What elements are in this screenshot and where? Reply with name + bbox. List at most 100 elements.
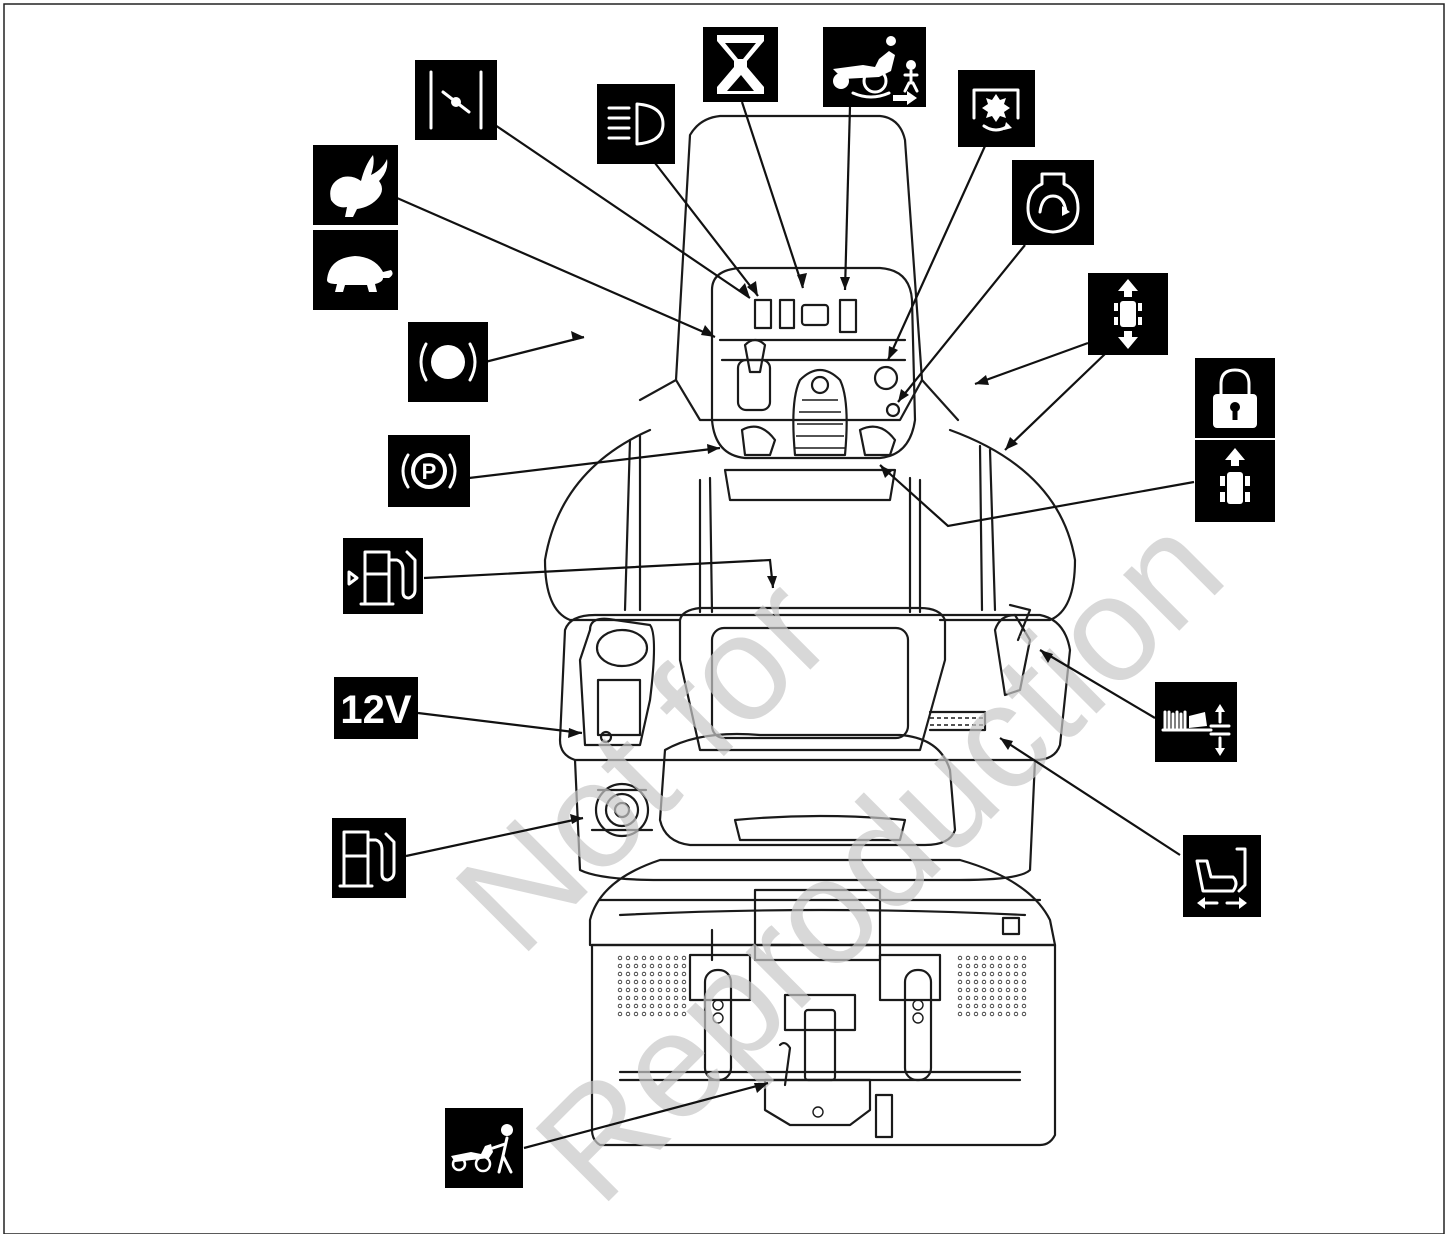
grille-hole	[1006, 980, 1010, 984]
grille-hole	[966, 972, 970, 976]
grille-hole	[982, 980, 986, 984]
grille-hole	[990, 1012, 994, 1016]
grille-hole	[1014, 1004, 1018, 1008]
grille-hole	[990, 996, 994, 1000]
grille-hole	[982, 964, 986, 968]
grille-hole	[982, 1004, 986, 1008]
watermark: Not for Reproduction	[424, 483, 1254, 1233]
grille-hole	[634, 964, 638, 968]
grille-hole	[998, 1012, 1002, 1016]
cutting-height-icon	[1155, 682, 1237, 762]
grille-hole	[1006, 1012, 1010, 1016]
grille-hole	[990, 972, 994, 976]
grille-hole	[974, 988, 978, 992]
switch-shape	[755, 300, 771, 328]
grille-hole	[958, 1012, 962, 1016]
grille-hole	[618, 964, 622, 968]
lock-icon	[1195, 358, 1275, 438]
grille-hole	[634, 972, 638, 976]
grille-hole	[998, 996, 1002, 1000]
grille-hole	[974, 1012, 978, 1016]
parking-brake-icon: P	[388, 435, 470, 507]
headlight-icon	[597, 84, 675, 164]
grille-hole	[998, 956, 1002, 960]
grille-hole	[974, 956, 978, 960]
grille-hole	[966, 964, 970, 968]
grille-hole	[650, 956, 654, 960]
grille-hole	[1006, 956, 1010, 960]
pto-engage-icon	[958, 70, 1035, 147]
grille-hole	[1014, 972, 1018, 976]
grille-hole	[990, 980, 994, 984]
grille-hole	[958, 988, 962, 992]
grille-hole	[982, 972, 986, 976]
grille-hole	[642, 964, 646, 968]
grille-hole	[966, 1004, 970, 1008]
grille-hole	[990, 964, 994, 968]
grille-hole	[618, 980, 622, 984]
grille-hole	[1014, 964, 1018, 968]
grille-hole	[1022, 980, 1026, 984]
grille-hole	[998, 1004, 1002, 1008]
grille-hole	[990, 956, 994, 960]
throttle-fast-icon	[313, 145, 398, 225]
hour-meter-icon	[703, 27, 778, 102]
grille-hole	[966, 980, 970, 984]
grille-hole	[618, 988, 622, 992]
fuel-cap-icon	[332, 818, 406, 898]
grille-hole	[958, 956, 962, 960]
grille-hole	[982, 1012, 986, 1016]
grille-hole	[982, 996, 986, 1000]
grille-hole	[966, 1012, 970, 1016]
grille-hole	[974, 996, 978, 1000]
power-outlet-12v-icon: 12V	[334, 677, 418, 739]
grille-hole	[618, 972, 622, 976]
grille-hole	[626, 980, 630, 984]
grille-hole	[1006, 988, 1010, 992]
seat-adjust-icon	[1183, 835, 1261, 917]
grille-hole	[974, 964, 978, 968]
reverse-mow-operator-icon	[823, 27, 926, 107]
grille-hole	[1014, 980, 1018, 984]
grille-hole	[1014, 956, 1018, 960]
grille-hole	[974, 1004, 978, 1008]
grille-hole	[626, 956, 630, 960]
grille-hole	[1006, 996, 1010, 1000]
push-mower-icon	[445, 1108, 523, 1188]
drive-direction-icon	[1088, 273, 1168, 355]
grille-hole	[966, 988, 970, 992]
grille-hole	[1022, 996, 1026, 1000]
grille-hole	[1014, 988, 1018, 992]
grille-hole	[1014, 1012, 1018, 1016]
grille-hole	[998, 972, 1002, 976]
grille-hole	[1006, 1004, 1010, 1008]
grille-hole	[618, 956, 622, 960]
grille-hole	[974, 972, 978, 976]
choke-icon	[415, 60, 497, 140]
grille-hole	[982, 988, 986, 992]
grille-hole	[966, 996, 970, 1000]
parking-brake-letter: P	[422, 459, 437, 484]
grille-hole	[958, 1004, 962, 1008]
grille-hole	[1022, 972, 1026, 976]
ignition-icon	[1012, 160, 1094, 245]
throttle-slow-icon	[313, 230, 398, 310]
brake-pedal-icon	[408, 322, 488, 402]
grille-hole	[998, 988, 1002, 992]
grille-hole	[634, 956, 638, 960]
grille-hole	[958, 980, 962, 984]
grille-hole	[958, 972, 962, 976]
grille-hole	[998, 964, 1002, 968]
grille-hole	[974, 980, 978, 984]
voltage-label: 12V	[340, 688, 411, 732]
grille-hole	[990, 988, 994, 992]
grille-hole	[1022, 964, 1026, 968]
grille-hole	[982, 956, 986, 960]
grille-hole	[990, 1004, 994, 1008]
grille-hole	[1022, 956, 1026, 960]
fuel-gauge-icon	[343, 538, 423, 614]
forward-drive-icon	[1195, 440, 1275, 522]
grille-hole	[1006, 972, 1010, 976]
